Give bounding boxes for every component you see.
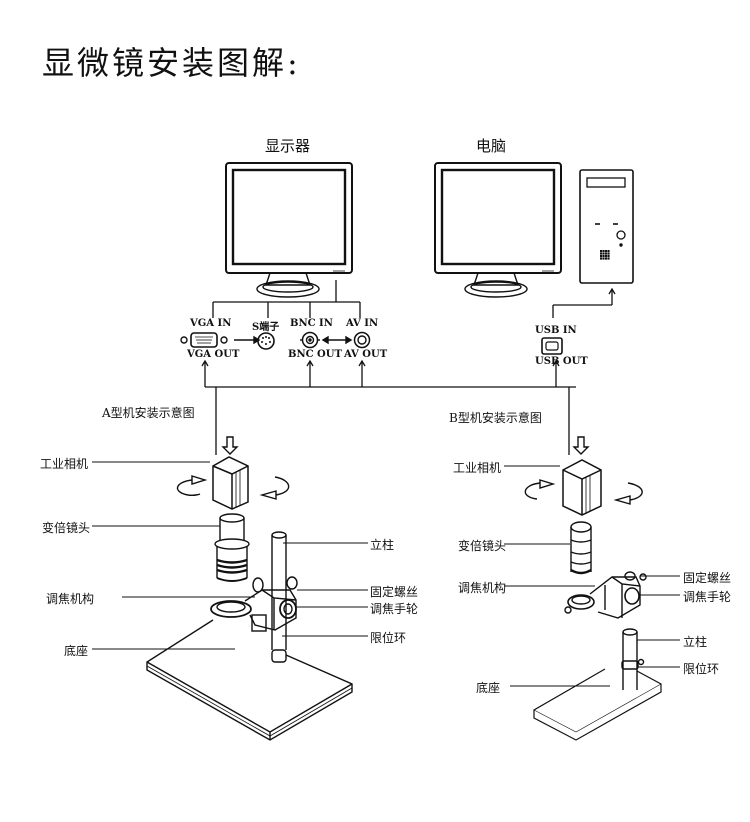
a-industrial-camera-icon xyxy=(212,456,249,510)
pc-tower-icon xyxy=(579,169,634,284)
vga-port-icon xyxy=(180,332,228,348)
b-zoom-lens-icon xyxy=(570,521,592,575)
b-rotate-right-icon xyxy=(613,482,643,505)
a-limit-ring-label: 限位环 xyxy=(370,631,407,645)
b-leader-lines xyxy=(504,465,680,687)
a-focus-mechanism-label: 调焦机构 xyxy=(46,592,95,606)
a-leader-lines xyxy=(92,461,368,650)
a-base-label: 底座 xyxy=(64,644,89,658)
bnc-out-label: BNC OUT xyxy=(288,349,342,360)
a-base-icon xyxy=(146,619,353,741)
av-out-label: AV OUT xyxy=(344,349,388,360)
a-column-icon xyxy=(271,531,287,663)
signal-bus xyxy=(201,287,616,455)
av-port-icon xyxy=(353,331,371,349)
double-arrow-icon xyxy=(321,335,353,345)
usb-port-icon xyxy=(541,337,563,355)
b-focus-mechanism-icon xyxy=(564,571,647,619)
b-camera-label: 工业相机 xyxy=(453,461,502,475)
bnc-in-label: BNC IN xyxy=(290,318,333,329)
a-focus-mechanism-icon xyxy=(210,576,298,632)
a-camera-down-arrow-icon xyxy=(221,436,239,455)
b-column-label: 立柱 xyxy=(683,635,708,649)
a-rotate-right-icon xyxy=(259,476,290,500)
b-focus-mechanism-label: 调焦机构 xyxy=(458,581,507,595)
usb-in-label: USB IN xyxy=(535,325,577,336)
a-rotate-left-icon xyxy=(176,475,208,496)
monitor-label: 显示器 xyxy=(265,137,311,155)
s-video-port-icon xyxy=(257,332,275,350)
b-column-icon xyxy=(621,628,645,690)
b-limit-ring-label: 限位环 xyxy=(683,662,720,676)
b-industrial-camera-icon xyxy=(562,459,602,516)
a-zoom-lens-label: 变倍镜头 xyxy=(42,521,91,535)
usb-out-label: USB OUT xyxy=(535,356,588,367)
bnc-port-icon xyxy=(300,331,320,349)
a-zoom-lens-icon xyxy=(214,513,250,582)
b-focus-knob-label: 调焦手轮 xyxy=(683,590,732,604)
a-fixing-screw-label: 固定螺丝 xyxy=(370,585,419,599)
b-base-icon xyxy=(533,668,662,741)
vga-out-label: VGA OUT xyxy=(187,349,240,360)
b-fixing-screw-label: 固定螺丝 xyxy=(683,571,732,585)
vga-in-label: VGA IN xyxy=(190,318,232,329)
b-base-label: 底座 xyxy=(476,681,501,695)
s-video-label: S端子 xyxy=(252,322,280,333)
b-zoom-lens-label: 变倍镜头 xyxy=(458,539,507,553)
av-in-label: AV IN xyxy=(346,318,379,329)
monitor-icon xyxy=(225,162,353,298)
page-title: 显微镜安装图解: xyxy=(42,44,301,82)
a-column-label: 立柱 xyxy=(370,538,395,552)
computer-monitor-icon xyxy=(434,162,562,298)
a-camera-label: 工业相机 xyxy=(40,457,89,471)
b-diagram-title: B型机安装示意图 xyxy=(449,411,542,425)
arrow-icon xyxy=(234,335,261,345)
computer-label: 电脑 xyxy=(476,137,507,155)
b-rotate-left-icon xyxy=(524,479,556,500)
a-focus-knob-label: 调焦手轮 xyxy=(370,602,419,616)
monitor-wiring xyxy=(212,280,361,318)
b-camera-down-arrow-icon xyxy=(572,436,590,455)
a-diagram-title: A型机安装示意图 xyxy=(102,406,195,420)
